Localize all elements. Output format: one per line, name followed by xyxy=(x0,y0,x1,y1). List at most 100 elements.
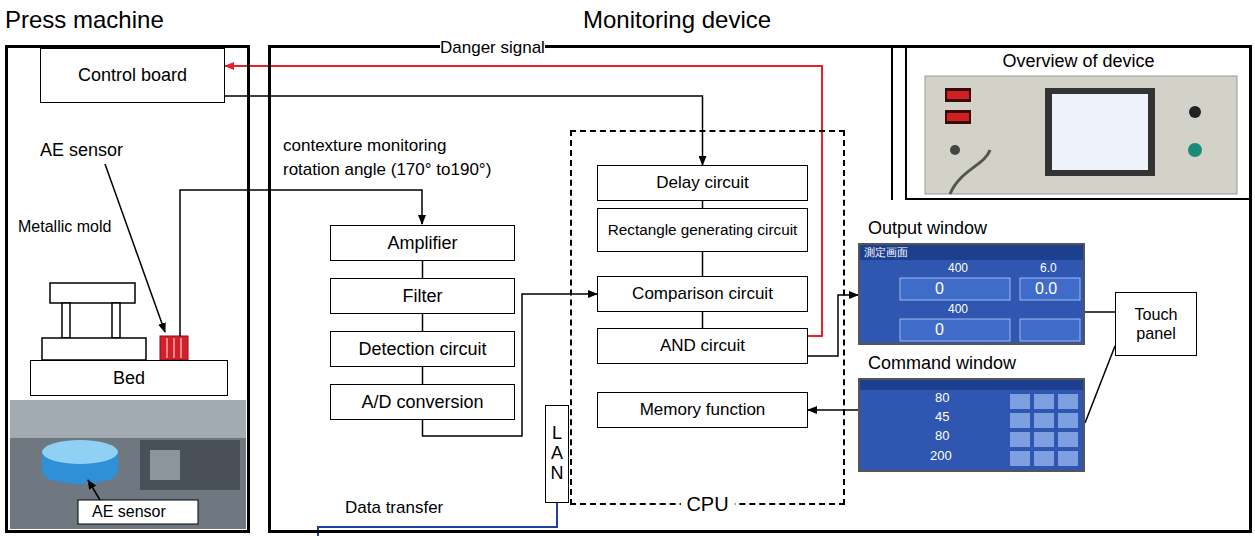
node-text: Amplifier xyxy=(387,233,457,254)
command-screen-part xyxy=(1058,394,1078,409)
screen-value: 400 xyxy=(948,262,968,276)
node-text: AND circuit xyxy=(660,336,745,356)
device-photo-part xyxy=(1052,94,1148,170)
ae-sensor-symbol-part xyxy=(180,338,182,358)
ae-sensor-symbol xyxy=(160,336,188,360)
process-box: Amplifier xyxy=(330,225,515,261)
device-photo-part xyxy=(1188,143,1202,157)
command-screen-part xyxy=(1010,394,1030,409)
node-text: Touch panel xyxy=(1122,305,1190,342)
sensor-photo-part xyxy=(150,450,180,480)
screen-value: 0 xyxy=(935,280,944,298)
machine-panel: Press machineControl boardBed xyxy=(5,45,250,533)
part-label: AE sensor xyxy=(40,140,123,161)
callout-box: Touch panel xyxy=(1115,292,1197,356)
sensor-photo-part xyxy=(140,440,240,490)
device-photo-part xyxy=(950,145,960,155)
device-photo-part xyxy=(945,88,971,102)
command-screen-part xyxy=(1058,413,1078,428)
connector xyxy=(702,252,704,276)
signal-wire xyxy=(180,190,422,336)
device-photo-part xyxy=(947,113,969,121)
command-screen-part xyxy=(1034,432,1054,447)
command-screen-part xyxy=(1058,451,1078,466)
device-photo-part xyxy=(925,76,1237,194)
command-screen-part xyxy=(860,380,1083,390)
connector xyxy=(808,409,858,411)
mold-drawing-part xyxy=(112,303,120,338)
output-screen-part xyxy=(860,245,1083,260)
process-box: Detection circuit xyxy=(330,331,515,367)
command-screen-part xyxy=(1010,432,1030,447)
device-photo-part xyxy=(1189,106,1201,118)
connector xyxy=(1085,346,1115,423)
mold-drawing-part xyxy=(62,303,70,338)
edge-label: Danger signal xyxy=(440,38,545,58)
sensor-photo-part xyxy=(88,480,100,500)
mold-drawing-part xyxy=(42,338,146,360)
device-photo-part xyxy=(950,150,990,194)
note-text: contexture monitoring xyxy=(283,136,446,156)
command-screen-part xyxy=(1010,451,1030,466)
process-box: A/D conversion xyxy=(330,384,515,420)
heading-text: Output window xyxy=(868,218,987,239)
screen-value: 0 xyxy=(935,321,944,339)
node-text: Detection circuit xyxy=(358,339,486,360)
sensor-photo-part xyxy=(10,400,246,438)
device-photo-part xyxy=(1045,88,1155,176)
output-screen-part xyxy=(900,278,1010,300)
node-text: Comparison circuit xyxy=(632,284,773,304)
connector xyxy=(1085,311,1115,313)
screen-value: 80 xyxy=(935,391,949,406)
node-text: LAN xyxy=(548,424,566,483)
node-text: Bed xyxy=(113,368,145,389)
node-text: Control board xyxy=(78,65,187,86)
output-screen-part xyxy=(858,243,1085,345)
heading-text: Overview of device xyxy=(907,51,1250,72)
node-text: CPU xyxy=(680,493,734,516)
screen-value: 6.0 xyxy=(1040,262,1057,276)
node-text: Rectangle generating circuit xyxy=(608,221,798,239)
connector xyxy=(422,261,424,278)
cpu-group: CPUDelay circuitRectangle generating cir… xyxy=(570,130,845,505)
part-label: Metallic mold xyxy=(18,218,111,236)
ae-sensor-symbol-part xyxy=(166,338,168,358)
heading-text: Monitoring device xyxy=(583,6,771,34)
command-screen-part xyxy=(1058,432,1078,447)
node-text: Delay circuit xyxy=(656,173,749,193)
node-text: Memory function xyxy=(640,400,766,420)
screen-value: 45 xyxy=(935,410,949,425)
frame-line xyxy=(891,45,893,200)
process-box: Memory function xyxy=(597,392,808,428)
node-text: A/D conversion xyxy=(361,392,483,413)
screen-text: 測定画面 xyxy=(864,246,908,259)
connector xyxy=(702,312,704,328)
process-box: Comparison circuit xyxy=(597,276,808,312)
process-box: Filter xyxy=(330,278,515,314)
output-screen-part xyxy=(900,319,1010,341)
sensor-photo-part xyxy=(78,500,198,524)
heading-text: Press machine xyxy=(5,6,164,34)
device-photo-part xyxy=(947,91,969,99)
ae-sensor-symbol-part xyxy=(160,336,188,360)
screen-value: 400 xyxy=(948,303,968,317)
device-panel: Monitoring deviceOverview of deviceAmpli… xyxy=(268,45,1252,533)
danger-connector xyxy=(225,66,822,336)
connector xyxy=(808,295,858,356)
mold-drawing xyxy=(42,283,146,360)
note-text: rotation angle (170° to190°) xyxy=(283,160,491,180)
screen-value: 200 xyxy=(930,449,952,464)
connector xyxy=(422,367,424,384)
output-screen-part xyxy=(1020,319,1080,341)
heading-text: Command window xyxy=(868,353,1016,374)
process-box: Control board xyxy=(40,48,225,103)
process-box: AND circuit xyxy=(597,328,808,364)
device-photo xyxy=(925,76,1237,194)
signal-name: Data transfer xyxy=(345,498,443,518)
connector xyxy=(422,314,424,331)
command-screen-part xyxy=(858,378,1085,472)
mold-drawing-part xyxy=(50,283,135,303)
device-photo-part xyxy=(945,110,971,124)
screen-value: 80 xyxy=(935,429,949,444)
